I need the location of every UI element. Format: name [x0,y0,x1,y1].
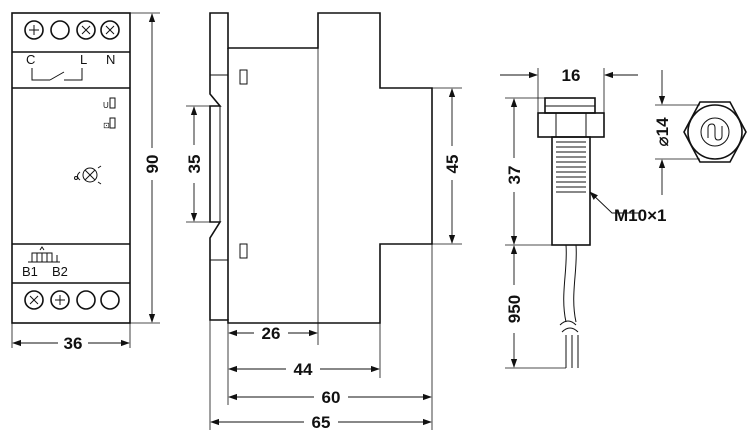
bottom-terminal-screws [24,290,120,310]
connector-label-b2: B2 [52,264,68,279]
dim-text-45: 45 [443,155,462,174]
dimension-depth-44: 44 [227,323,381,379]
dim-text-35: 35 [185,155,204,174]
hex-nut-outline [683,101,747,163]
svg-text:⊡: ⊡ [103,121,110,130]
dim-text-14: ⌀14 [653,117,672,147]
sensor-nut [537,112,605,138]
side-body-outline [209,12,433,324]
sensor-view: 16 37 950 M10×1 [500,66,747,369]
dim-text-65: 65 [312,413,331,432]
led-indicator-icon: ⊡ [103,117,116,130]
cable-break-symbol [559,320,579,333]
dim-text-37: 37 [505,166,524,185]
dimension-front-45: 45 [432,87,462,245]
side-view: 35 45 26 44 [185,12,462,432]
sensor-symbol-icon [707,123,723,141]
screw-terminal-icon [76,20,96,40]
dim-text-44: 44 [294,360,313,379]
relay-contact-symbol [31,68,83,81]
dimension-depth-60: 60 [227,244,433,407]
dimension-width-36: 36 [11,323,131,353]
screw-terminal-icon [24,290,44,310]
front-body-outline [11,12,131,324]
empty-terminal-icon [100,290,120,310]
dim-text-90: 90 [143,155,162,174]
dimension-cable-950: 950 [505,245,566,369]
dimension-sensor-16: 16 [500,66,638,113]
led-indicator-icon: U [103,97,116,110]
sensor-face-circle [700,117,730,147]
screw-terminal-icon [50,290,70,310]
dim-text-950: 950 [505,295,524,323]
dim-text-60: 60 [322,388,341,407]
dim-text-36: 36 [64,334,83,353]
empty-terminal-icon [50,20,70,40]
sensor-cable [563,244,577,323]
terminal-label-l: L [80,52,87,67]
dimension-rail-35: 35 [185,105,210,223]
sensor-top-view [683,101,747,163]
potentiometer-icon [74,165,102,185]
svg-text:U: U [103,101,109,110]
side-latch-top [239,69,248,85]
terminal-label-n: N [106,52,115,67]
cable-wires [565,335,579,368]
empty-terminal-icon [76,290,96,310]
thread-lines [556,141,586,193]
sensor-threaded-body [551,136,591,246]
screw-terminal-icon [100,20,120,40]
thread-callout: M10×1 [589,191,666,225]
dimension-depth-26: 26 [227,48,319,345]
front-view: C L N U ⊡ B1 B2 [11,12,162,353]
connector-label-b1: B1 [22,264,38,279]
dimension-diameter-14: ⌀14 [653,70,700,195]
screw-terminal-icon [24,20,44,40]
dimension-height-90: 90 [130,12,162,324]
dim-text-16: 16 [562,66,581,85]
dimension-depth-65: 65 [209,320,433,432]
side-latch-bottom [239,243,248,259]
sensor-head-circle [687,104,743,160]
top-terminal-screws [24,20,120,40]
dim-text-26: 26 [262,324,281,343]
terminal-label-c: C [26,52,35,67]
thread-label: M10×1 [614,206,666,225]
sensor-connector-icon [28,246,60,263]
dimension-sensor-37: 37 [505,97,552,246]
